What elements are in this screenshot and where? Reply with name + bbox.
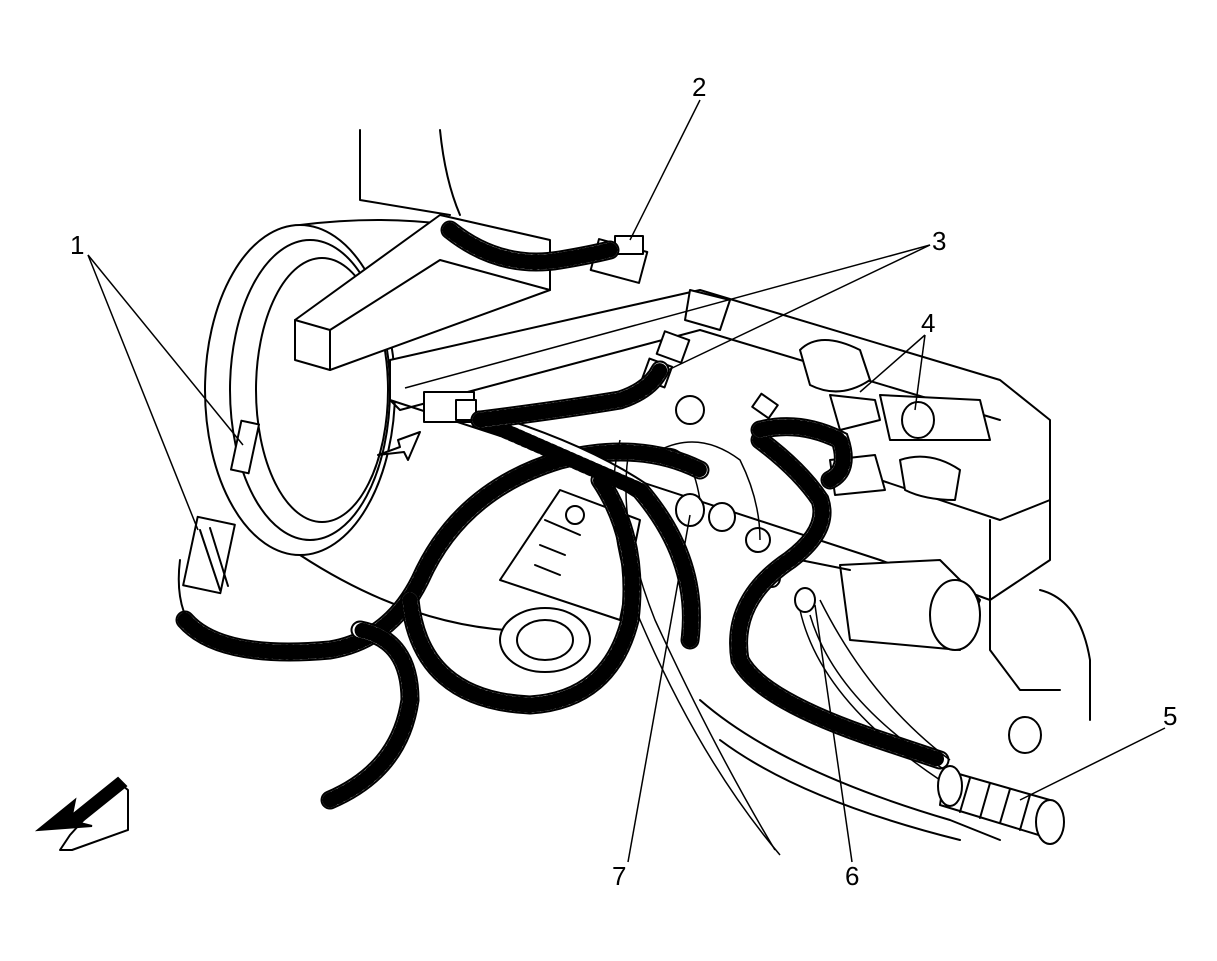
callout-6: 6 — [845, 861, 859, 891]
callout-5: 5 — [1163, 701, 1177, 731]
engine-block-outline — [294, 129, 1091, 841]
callout-leader-lines — [87, 99, 1166, 863]
harness-connectors-left — [177, 419, 261, 626]
callout-4: 4 — [921, 308, 935, 338]
starter-motor — [499, 489, 981, 673]
callout-2: 2 — [692, 72, 706, 102]
battery-cable-terminals — [675, 493, 816, 613]
front-arrow-icon — [34, 776, 129, 851]
harness-sheath — [937, 765, 1065, 845]
callout-7: 7 — [612, 861, 626, 891]
callout-1: 1 — [70, 230, 84, 260]
small-direction-arrow — [377, 431, 421, 461]
callout-3: 3 — [932, 226, 946, 256]
wiring-harness-looms — [175, 220, 951, 856]
